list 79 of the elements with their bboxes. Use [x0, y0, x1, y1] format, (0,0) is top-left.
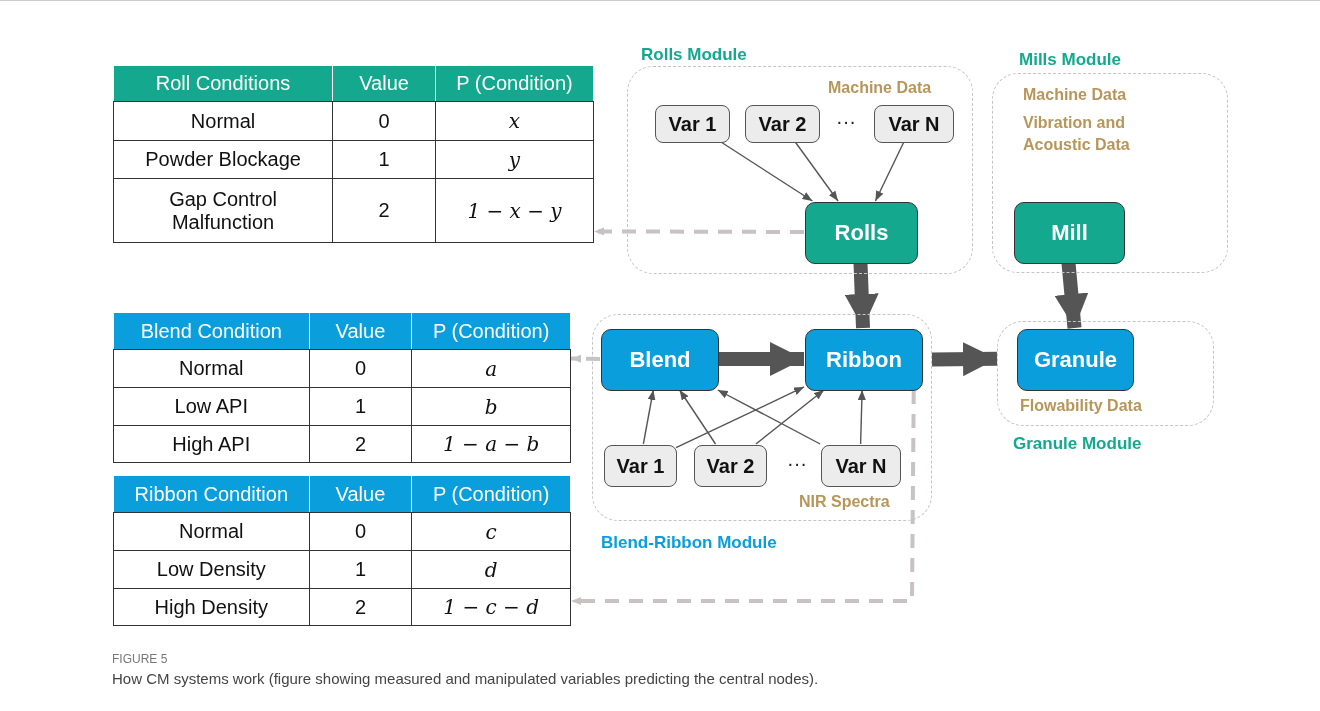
table-cell: 2: [332, 178, 436, 243]
variable-box: Var 2: [694, 445, 767, 487]
table-cell: Gap Control Malfunction: [113, 178, 333, 243]
module-heading: Rolls Module: [641, 45, 747, 65]
figure-caption: How CM systems work (figure showing measured and manipulated variables predicting the central nodes).: [112, 670, 819, 687]
block-arrow: [718, 342, 804, 376]
table-cell: x: [435, 101, 594, 141]
process-box: Blend: [601, 329, 719, 391]
variable-box: Var N: [821, 445, 901, 487]
table-cell: y: [435, 140, 594, 179]
arrow: [794, 141, 839, 202]
arrow: [874, 141, 905, 202]
table-cell: High API: [113, 425, 310, 463]
arrow: [857, 389, 866, 445]
data-source-label: Vibration and Acoustic Data: [1023, 113, 1131, 155]
data-source-label: Machine Data: [1023, 86, 1127, 104]
process-box: Ribbon: [805, 329, 923, 391]
table-cell: Powder Blockage: [113, 140, 333, 179]
table-cell: 1: [309, 387, 412, 426]
table-header-cell: Blend Condition: [113, 312, 310, 350]
figure-number: FIGURE 5: [112, 652, 168, 666]
condition-table: [113, 65, 594, 243]
data-source-label: Machine Data: [828, 79, 932, 97]
ellipsis: ···: [836, 110, 856, 133]
data-source-label: Flowability Data: [1020, 397, 1142, 415]
table-cell: 1 − c − d: [411, 588, 571, 626]
table-cell: Low API: [113, 387, 310, 426]
table-cell: b: [411, 387, 571, 426]
table-cell: 0: [309, 512, 412, 551]
arrow: [720, 141, 814, 202]
process-box: Granule: [1017, 329, 1134, 391]
table-cell: Normal: [113, 349, 310, 388]
block-arrow: [931, 342, 998, 377]
variable-box: Var 1: [604, 445, 677, 487]
table-cell: 1: [332, 140, 436, 179]
table-cell: High Density: [113, 588, 310, 626]
table-cell: Normal: [113, 101, 333, 141]
module-heading: Granule Module: [1013, 434, 1142, 454]
condition-table: [113, 475, 571, 626]
module-heading: Mills Module: [1019, 50, 1121, 70]
table-header-cell: Value: [309, 475, 412, 513]
table-cell: 1 − x − y: [435, 178, 594, 243]
process-box: Rolls: [805, 202, 918, 264]
arrow: [717, 389, 821, 445]
table-cell: c: [411, 512, 571, 551]
variable-box: Var 1: [655, 105, 730, 143]
module-heading: Blend-Ribbon Module: [601, 533, 777, 553]
block-arrow: [1054, 262, 1089, 329]
arrow: [642, 389, 656, 445]
table-cell: 2: [309, 425, 412, 463]
table-cell: 0: [332, 101, 436, 141]
ellipsis: ···: [787, 452, 807, 475]
table-cell: d: [411, 550, 571, 589]
table-header-cell: P (Condition): [411, 475, 571, 513]
arrow: [678, 389, 717, 445]
table-header-cell: P (Condition): [411, 312, 571, 350]
arrow: [675, 386, 805, 449]
table-header-cell: P (Condition): [435, 65, 594, 102]
table-cell: 2: [309, 588, 412, 626]
data-source-label: NIR Spectra: [799, 493, 890, 511]
arrow: [755, 389, 825, 445]
table-cell: a: [411, 349, 571, 388]
table-cell: Normal: [113, 512, 310, 551]
table-header-cell: Value: [332, 65, 436, 102]
table-header-cell: Ribbon Condition: [113, 475, 310, 513]
table-header-cell: Roll Conditions: [113, 65, 333, 102]
dashed-arrow: [594, 227, 804, 236]
dashed-arrow: [571, 390, 916, 605]
process-box: Mill: [1014, 202, 1125, 264]
condition-table: [113, 312, 571, 463]
table-cell: 1 − a − b: [411, 425, 571, 463]
block-arrow: [844, 262, 879, 329]
variable-box: Var N: [874, 105, 954, 143]
variable-box: Var 2: [745, 105, 820, 143]
table-header-cell: Value: [309, 312, 412, 350]
table-cell: Low Density: [113, 550, 310, 589]
table-cell: 0: [309, 349, 412, 388]
dashed-arrow: [570, 354, 601, 363]
table-cell: 1: [309, 550, 412, 589]
